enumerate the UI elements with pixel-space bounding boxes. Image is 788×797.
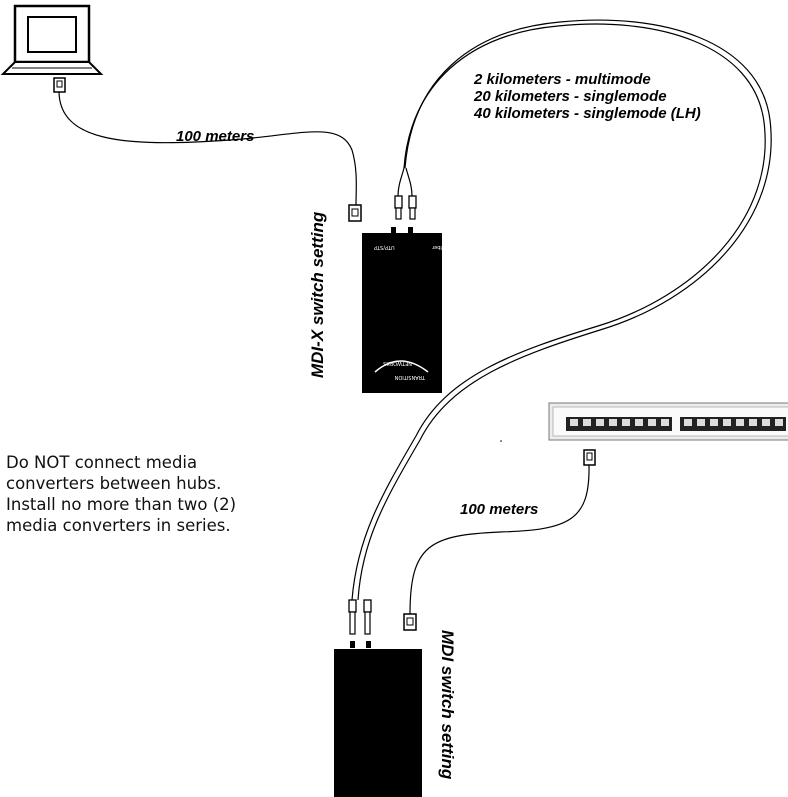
copper-cable-top [58,91,357,206]
converter-utp-label: UTP/STP [374,244,395,250]
distance-label-singlemode-lh: 40 kilometers - singlemode (LH) [473,105,701,122]
note-line: Do NOT connect media [6,453,198,472]
note-line: Install no more than two (2) [6,495,237,514]
fiber-connector-icon [348,599,372,635]
copper-cable-bottom [409,464,590,615]
computer-icon [0,4,104,75]
converter-brand-sub: NETWORKS [383,360,412,366]
note-line: media converters in series. [6,516,231,535]
note-line: converters between hubs. [6,474,222,493]
rj45-connector-icon [583,449,596,466]
switch-setting-bottom: MDI switch setting [438,630,457,780]
fiber-cable [351,19,772,601]
rj45-connector-icon [403,613,417,631]
copper-label-top: 100 meters [176,128,254,145]
distance-label-singlemode: 20 kilometers - singlemode [473,88,667,105]
rj45-connector-icon [53,77,66,93]
switch-setting-top: MDI-X switch setting [308,211,327,378]
rj45-connector-icon [348,204,362,222]
converter-brand: TRANSITION [394,374,426,380]
copper-label-bottom: 100 meters [460,501,538,518]
fiber-connector-icon [394,195,417,220]
hub-icon [548,402,788,441]
media-converter-top: UTP/STP Fiber TRANSITION NETWORKS [362,233,444,393]
converter-fiber-label: Fiber [431,244,444,250]
warning-note: Do NOT connect media converters between … [6,452,306,536]
media-converter-bottom [334,649,422,797]
distance-label-multimode: 2 kilometers - multimode [473,71,651,88]
